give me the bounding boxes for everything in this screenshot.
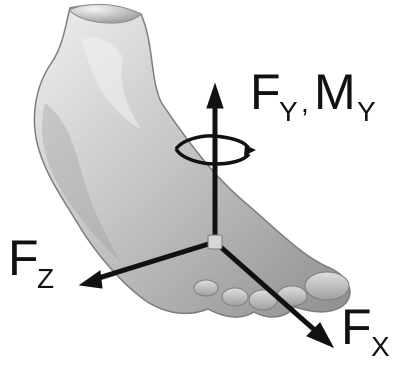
label-comma: , [301,87,309,118]
ankle-top [68,3,142,24]
moment-arc-back [174,134,251,151]
fy-label-main: F [250,64,281,120]
my-label-sub: Y [357,96,376,127]
fz-axis-line [91,239,216,283]
moment-symbol [174,134,256,166]
fz-label-sub: Z [37,263,54,294]
origin-marker [207,234,223,250]
fx-label-sub: X [371,331,390,362]
toe-big [304,271,350,301]
my-label-main: M [314,64,356,120]
force-axes [78,82,335,349]
fy-arrowhead [206,82,224,109]
fz-arrowhead [78,270,103,289]
moment-arc-front [174,147,251,166]
heel-shadow [42,103,121,262]
fx-arrowhead [306,322,335,349]
toe-fourth [221,287,249,307]
fx-label-main: F [341,299,372,355]
moment-arrowhead [244,145,256,156]
fz-label-main: F [8,230,39,286]
fx-axis-line [213,240,320,335]
toe-group [193,271,350,311]
toe-small [193,279,219,297]
fy-label-sub: Y [279,96,298,127]
axis-labels: F Y , M Y F Z F X [8,64,390,362]
arch-highlight [81,36,141,129]
